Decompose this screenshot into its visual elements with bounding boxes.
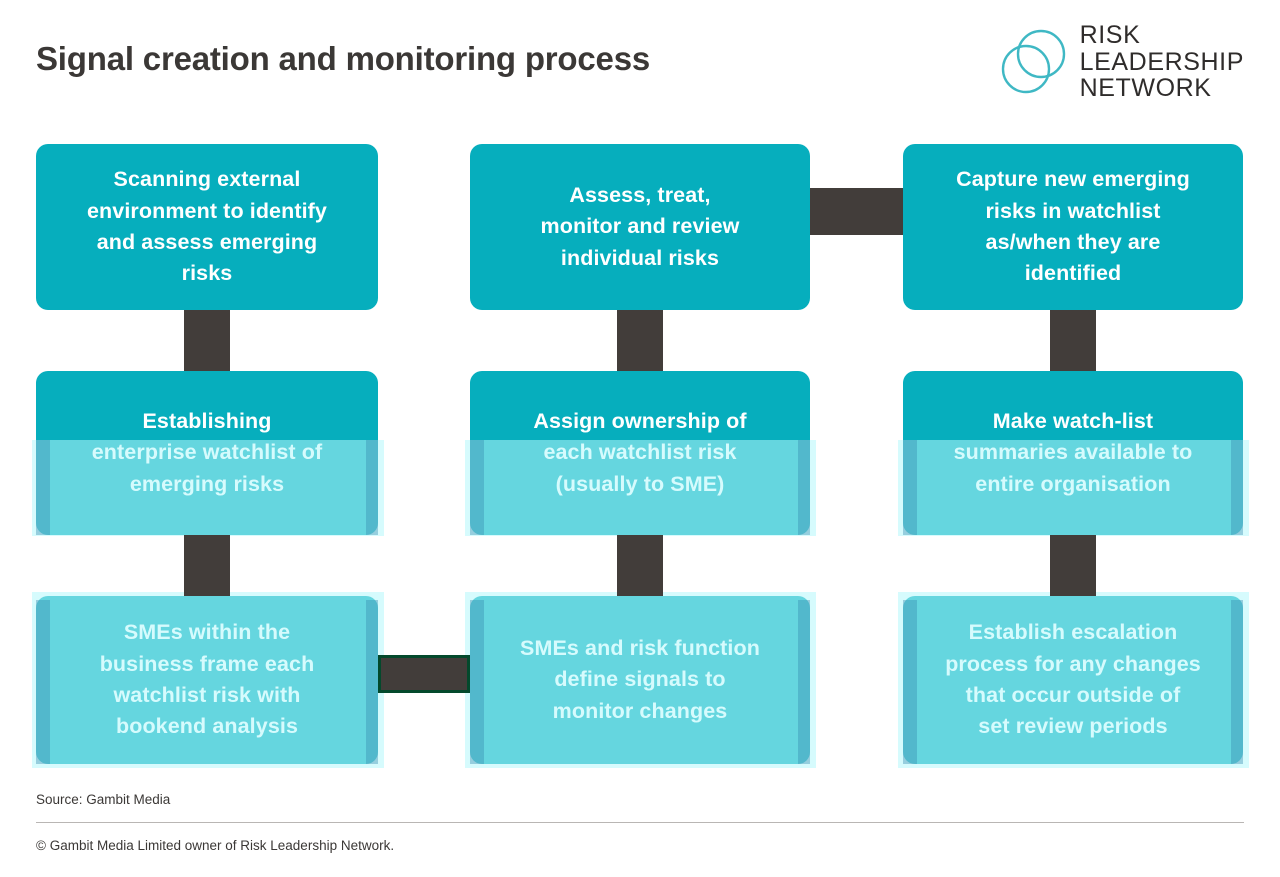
brand-logo-wordmark: RISK LEADERSHIP NETWORK <box>1080 22 1244 102</box>
flow-box-r2c2[interactable]: Assign ownership of each watchlist risk … <box>470 371 810 535</box>
brand-logo-line-2: LEADERSHIP <box>1079 47 1244 76</box>
connector-r2c3-r3c3 <box>1050 535 1096 596</box>
connector-r3c1-r3c2 <box>378 655 470 693</box>
flow-box-r3c3[interactable]: Establish escalation process for any cha… <box>903 596 1243 764</box>
flow-box-r2c3[interactable]: Make watch-list summaries available to e… <box>903 371 1243 535</box>
connector-r1c3-r2c3 <box>1050 310 1096 371</box>
connector-r1c2-r1c3 <box>810 188 903 235</box>
connector-r2c2-r3c2 <box>617 535 663 596</box>
connector-r1c1-r2c1 <box>184 310 230 371</box>
copyright-note: © Gambit Media Limited owner of Risk Lea… <box>36 838 395 853</box>
page-title: Signal creation and monitoring process <box>36 40 651 77</box>
two-overlapping-circles-icon <box>998 26 1070 98</box>
brand-logo: RISK LEADERSHIP NETWORK <box>998 22 1244 102</box>
flow-box-r3c2[interactable]: SMEs and risk function define signals to… <box>470 596 810 764</box>
source-note: Source: Gambit Media <box>36 792 171 807</box>
connector-r2c1-r3c1 <box>184 535 230 596</box>
connector-r1c2-r2c2 <box>617 310 663 371</box>
brand-logo-line-3: NETWORK <box>1079 74 1212 102</box>
flow-box-r1c2[interactable]: Assess, treat, monitor and review indivi… <box>470 144 810 310</box>
footer-divider <box>36 822 1244 823</box>
flow-box-r1c1[interactable]: Scanning external environment to identif… <box>36 144 378 310</box>
flow-box-r1c3[interactable]: Capture new emerging risks in watchlist … <box>903 144 1243 310</box>
brand-logo-line-1: RISK <box>1079 21 1141 49</box>
flow-box-r2c1[interactable]: Establishing enterprise watchlist of eme… <box>36 371 378 535</box>
flow-box-r3c1[interactable]: SMEs within the business frame each watc… <box>36 596 378 764</box>
